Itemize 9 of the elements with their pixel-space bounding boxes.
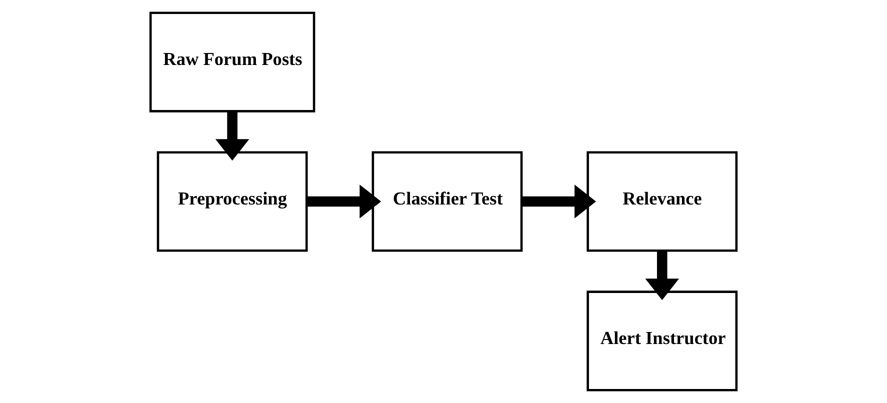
node-box: Raw Forum Posts xyxy=(149,12,316,112)
node-box: Preprocessing xyxy=(156,151,308,252)
node-box: Alert Instructor xyxy=(586,290,738,392)
node-box: Relevance xyxy=(586,151,738,252)
arrow xyxy=(522,184,596,218)
node-box: Classifier Test xyxy=(372,151,523,252)
arrow xyxy=(215,111,250,161)
arrow xyxy=(306,184,382,218)
arrow xyxy=(645,250,680,300)
